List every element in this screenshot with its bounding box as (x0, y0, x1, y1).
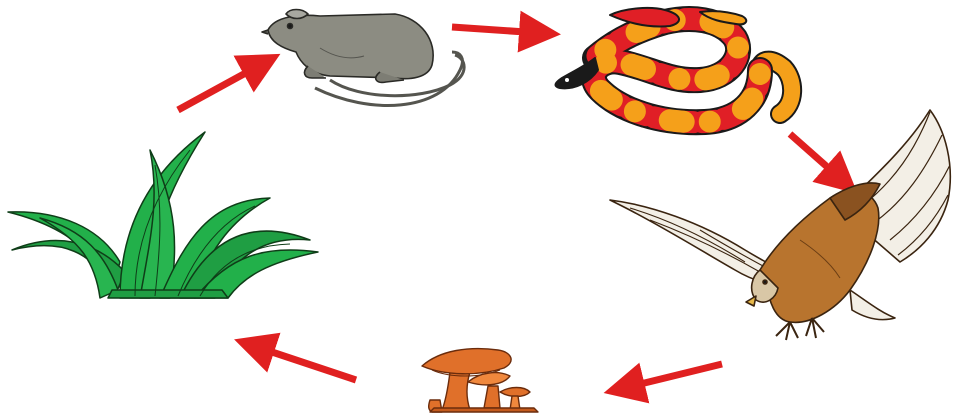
arrow-mushroom-to-grass (254, 346, 356, 380)
snake-icon (556, 8, 793, 122)
grass-icon (8, 132, 318, 298)
arrow-eagle-to-mushroom (624, 364, 722, 388)
arrow-grass-to-mouse (178, 64, 262, 110)
arrow-snake-to-eagle (790, 134, 842, 180)
cycle-arrows (178, 27, 842, 388)
eagle-icon (610, 110, 950, 340)
mouse-icon (262, 10, 464, 106)
arrow-mouse-to-snake (452, 27, 540, 33)
mushroom-icon (422, 349, 538, 412)
